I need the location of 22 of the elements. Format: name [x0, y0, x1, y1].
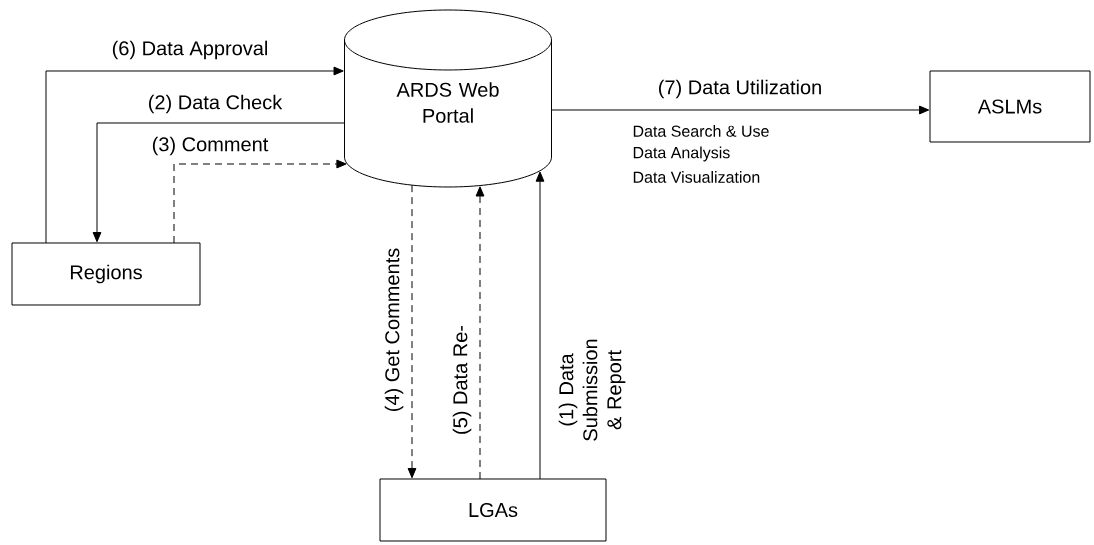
edge-label: (6) Data Approval	[112, 40, 267, 60]
edge-label: (1) Data Submission & Report	[558, 339, 626, 441]
edge-label: (3) Comment	[152, 136, 269, 156]
note-text: Data Search & Use	[633, 125, 769, 137]
edge-label: (2) Data Check	[149, 94, 283, 114]
process-box: ASLMs	[929, 70, 1091, 143]
note-text: Data Visualization	[633, 171, 760, 183]
arrow	[535, 171, 545, 480]
database-cylinder: ARDS Web Portal	[344, 9, 552, 188]
note-text: Data Analysis	[633, 146, 730, 162]
edge-label: (5) Data Re-	[452, 325, 472, 434]
arrow	[407, 184, 417, 479]
process-box: LGAs	[379, 478, 607, 542]
arrow	[45, 66, 344, 244]
process-box: Regions	[11, 242, 201, 306]
arrow	[551, 105, 930, 115]
edge-label: (7) Data Utilization	[659, 79, 821, 99]
arrow	[92, 122, 345, 243]
node-label: ARDS Web Portal	[396, 82, 499, 123]
edge-label: (4) Get Comments	[384, 248, 404, 411]
arrow	[173, 159, 347, 244]
arrow	[475, 186, 485, 480]
